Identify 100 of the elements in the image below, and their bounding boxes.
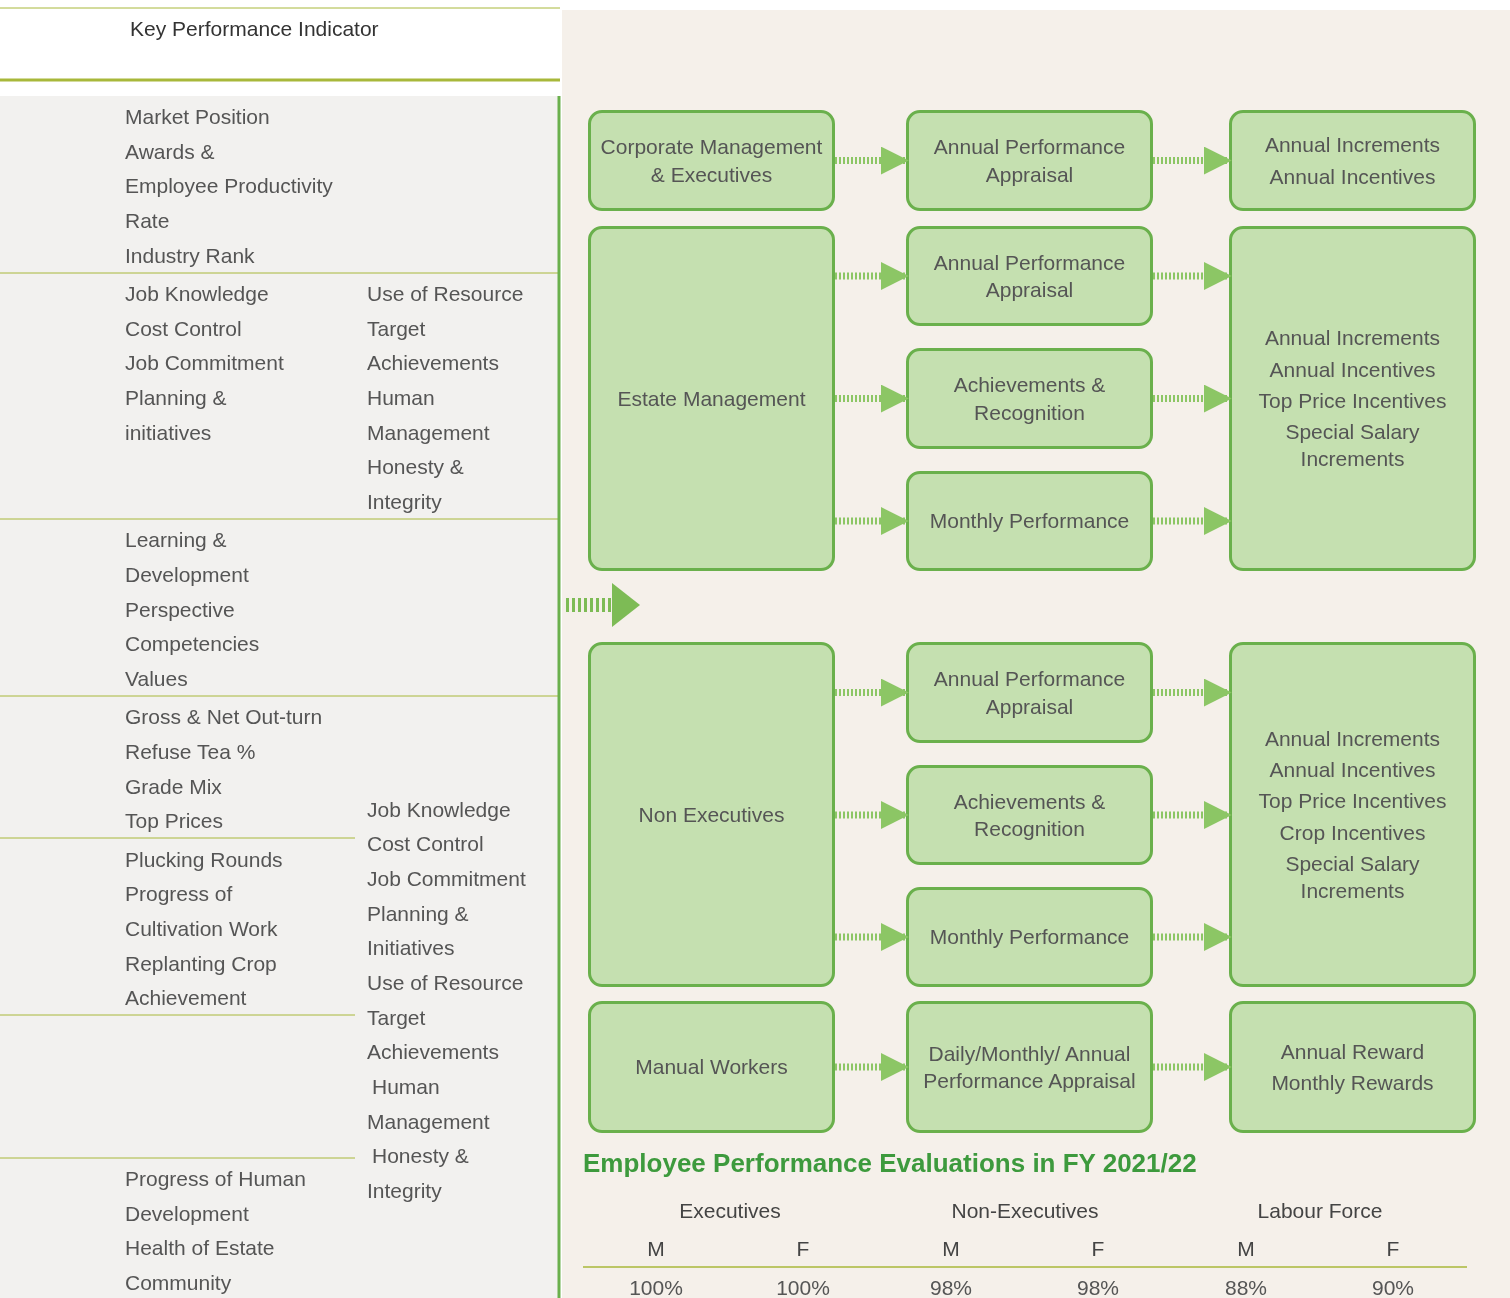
kpi-item: Honesty &: [372, 1144, 469, 1166]
kpi-item: Development: [125, 1202, 249, 1224]
table-cell: 98%: [1077, 1276, 1119, 1298]
box-text: Non Executives: [638, 801, 785, 828]
flow-box: [1229, 642, 1476, 987]
arrow: [1153, 678, 1232, 707]
flow-box: [906, 642, 1153, 743]
kpi-item: Planning &: [367, 902, 469, 924]
kpi-item: Progress of: [125, 882, 233, 904]
flow-box: [1229, 110, 1476, 211]
kpi-item: Job Knowledge: [367, 798, 511, 820]
arrow: [1153, 923, 1232, 951]
box-text: Top Price Incentives: [1258, 387, 1447, 414]
kpi-item: Plucking Rounds: [125, 848, 283, 870]
kpi-item: Job Commitment: [125, 351, 284, 373]
kpi-item: Grade Mix: [125, 775, 222, 797]
column-header: Executives: [679, 1199, 781, 1221]
kpi-item: Community: [125, 1271, 232, 1293]
kpi-item: Integrity: [367, 1179, 442, 1201]
box-text: Annual Performance Appraisal: [932, 249, 1127, 303]
kpi-item: Management: [367, 421, 490, 443]
flow-box: [588, 1001, 835, 1133]
arrow: [1153, 801, 1232, 829]
kpi-item: Refuse Tea %: [125, 740, 256, 762]
box-text: Corporate Management & Executives: [599, 134, 824, 188]
column-header: F: [796, 1237, 810, 1259]
kpi-item: Job Knowledge: [125, 282, 269, 304]
kpi-item: Cost Control: [367, 832, 484, 854]
box-text: Monthly Performance: [929, 508, 1130, 535]
kpi-item: Human: [372, 1075, 440, 1097]
kpi-item: Values: [125, 667, 188, 689]
column-header: M: [647, 1237, 665, 1259]
kpi-item: Development: [125, 563, 249, 585]
arrow: [835, 923, 909, 951]
box-text: Annual Incentives: [1269, 756, 1436, 783]
kpi-item: Industry Rank: [125, 244, 255, 266]
column-header: M: [942, 1237, 960, 1259]
flow-box: [906, 226, 1153, 326]
kpi-item: Integrity: [367, 490, 442, 512]
flow-box: [906, 110, 1153, 211]
column-header: F: [1091, 1237, 1105, 1259]
kpi-item: Replanting Crop: [125, 952, 277, 974]
arrow: [835, 507, 909, 535]
kpi-item: Top Prices: [125, 809, 224, 831]
kpi-item: Human: [367, 386, 435, 408]
box-text: Annual Reward: [1280, 1038, 1425, 1065]
arrow: [1153, 1053, 1232, 1081]
kpi-item: Cultivation Work: [125, 917, 278, 939]
flow-box: [906, 348, 1153, 449]
box-text: Special Salary Increments: [1284, 850, 1421, 905]
kpi-item: Use of Resource: [367, 971, 524, 993]
kpi-item: Rate: [125, 209, 170, 231]
arrow: [1153, 384, 1232, 413]
arrow: [835, 384, 909, 413]
box-text: Annual Performance Appraisal: [932, 134, 1127, 188]
box-text: Monthly Performance: [929, 924, 1130, 951]
kpi-item: Health of Estate: [125, 1236, 275, 1258]
arrow: [1153, 507, 1232, 535]
kpi-item: Progress of Human: [125, 1167, 306, 1189]
section-heading: Employee Performance Evaluations in FY 2021/22: [583, 1150, 1197, 1176]
arrow: [835, 262, 909, 290]
kpi-item: Awards &: [125, 140, 215, 162]
table-cell: 90%: [1372, 1276, 1414, 1298]
flow-box: [588, 642, 835, 987]
box-text: Annual Increments: [1264, 725, 1441, 752]
flow-box: [1229, 226, 1476, 571]
kpi-item: Target: [367, 317, 426, 339]
column-header: M: [1237, 1237, 1255, 1259]
kpi-item: Management: [367, 1110, 490, 1132]
kpi-item: Achievements: [367, 351, 499, 373]
box-text: Special Salary Increments: [1284, 419, 1421, 473]
kpi-item: Cost Control: [125, 317, 242, 339]
kpi-item: Planning &: [125, 386, 227, 408]
kpi-item: Use of Resource: [367, 282, 524, 304]
kpi-item: Job Commitment: [367, 867, 526, 889]
kpi-item: Competencies: [125, 632, 260, 654]
arrow: [1153, 262, 1232, 290]
flow-box: [1229, 1001, 1476, 1133]
flow-box: [588, 110, 835, 211]
box-text: Estate Management: [617, 385, 806, 412]
arrow: [835, 678, 909, 707]
box-text: Annual Incentives: [1269, 356, 1436, 383]
flow-box: [906, 1001, 1153, 1133]
column-header: Non-Executives: [951, 1199, 1099, 1221]
box-text: Monthly Rewards: [1271, 1070, 1434, 1096]
kpi-item: Achievement: [125, 986, 247, 1008]
table-cell: 100%: [776, 1276, 830, 1298]
kpi-item: Employee Productivity: [125, 174, 333, 196]
kpi-item: Gross & Net Out-turn: [125, 705, 323, 727]
arrow: [835, 146, 909, 175]
box-text: Achievements & Recognition: [952, 788, 1107, 842]
flow-box: [906, 471, 1153, 571]
box-text: Daily/Monthly/ Annual Performance Appraisal: [922, 1040, 1137, 1094]
box-text: Crop Incentives: [1279, 819, 1426, 846]
kpi-item: Perspective: [125, 598, 235, 620]
box-text: Annual Increments: [1264, 132, 1441, 159]
kpi-item: Target: [367, 1006, 426, 1028]
flow-box: [588, 226, 835, 571]
box-text: Annual Incentives: [1269, 163, 1436, 190]
box-text: Top Price Incentives: [1258, 788, 1447, 815]
